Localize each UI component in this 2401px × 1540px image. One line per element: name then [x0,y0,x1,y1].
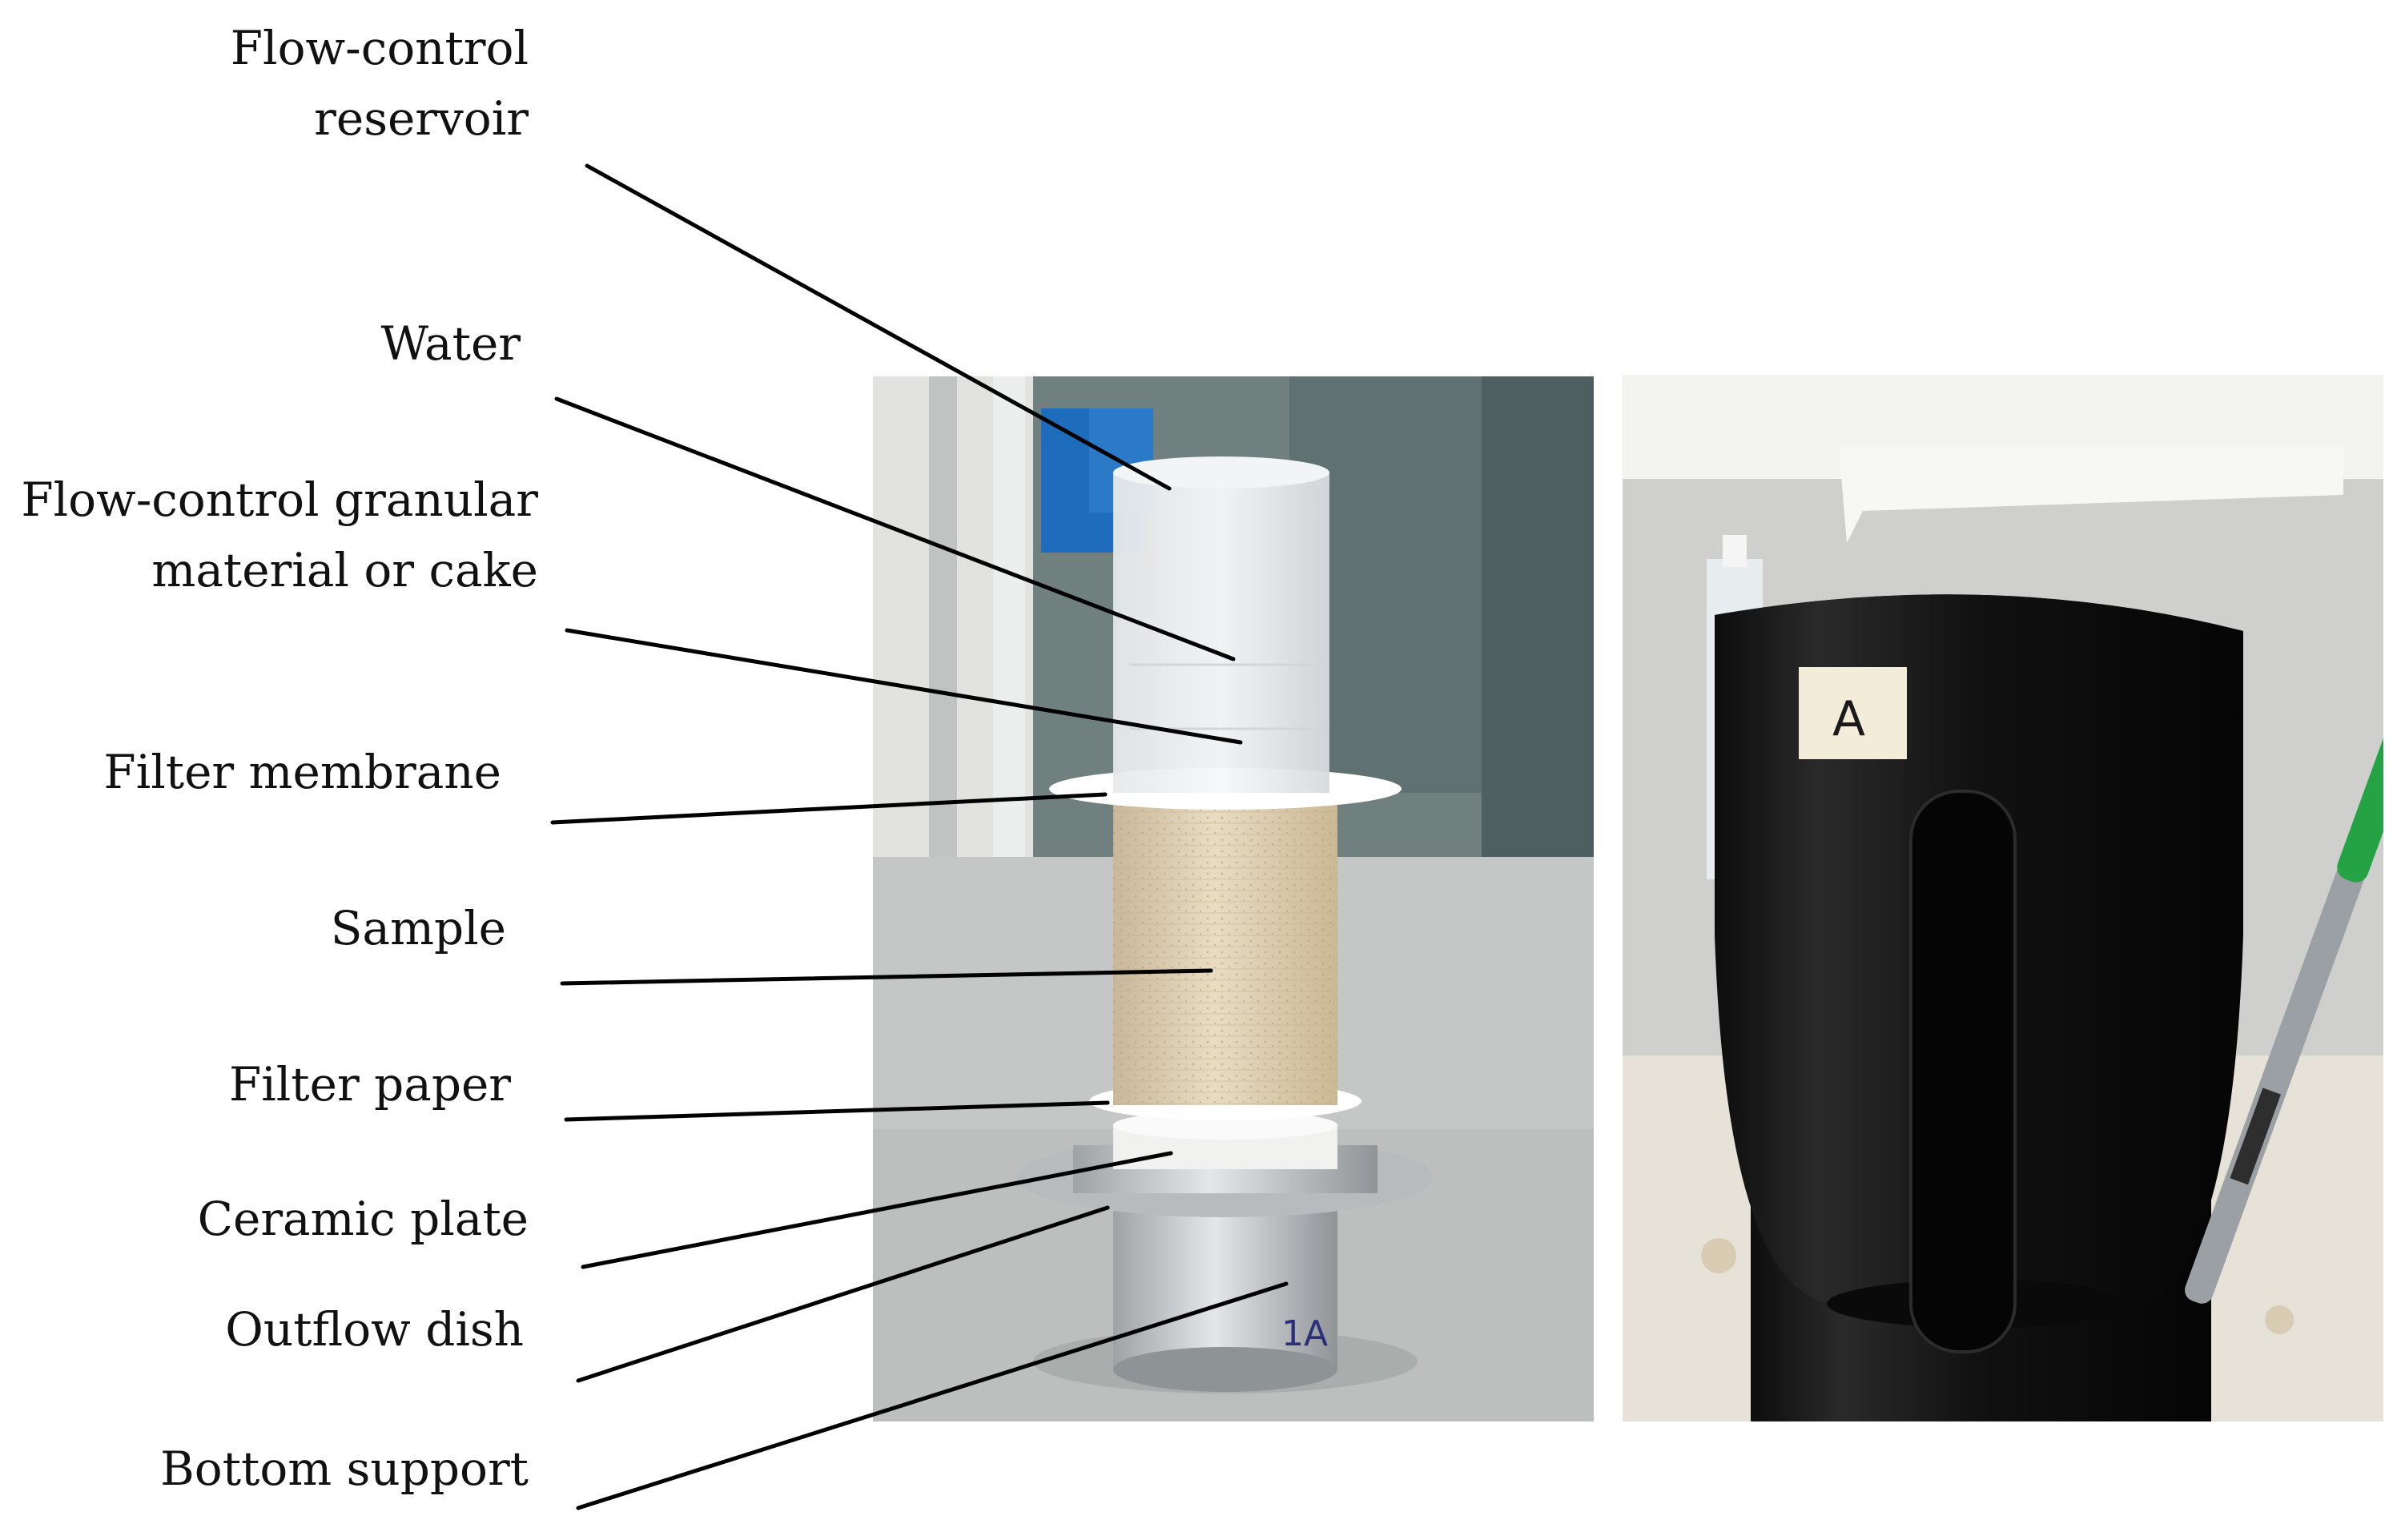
leader-line-filter-membrane [550,792,1108,825]
label-outflow-dish: Outflow dish [225,1302,524,1357]
leader-line-water [554,396,1236,661]
label-filter-paper: Filter paper [228,1057,511,1112]
leader-line-ceramic-plate [581,1151,1173,1269]
label-reservoir-line2: reservoir [314,91,529,146]
cover-photo: A [1623,375,2383,1421]
cover-tag-text: A [1832,691,1865,747]
dish-marking-text: 1A [1281,1313,1328,1354]
apparatus-photo: 1A [873,376,1594,1421]
label-ceramic-plate: Ceramic plate [197,1192,529,1246]
leader-line-granular [565,628,1243,745]
label-granular-line1: Flow-control granular [21,472,538,527]
cover-photo-drawing: A [1623,375,2383,1421]
leader-line-filter-paper [564,1100,1110,1122]
label-filter-membrane: Filter membrane [103,745,501,799]
label-granular-line2: material or cake [151,543,538,597]
leader-line-outflow-dish [576,1205,1110,1383]
leader-line-reservoir [585,163,1172,491]
label-flow-control-reservoir: Flow-control reservoir [231,13,529,154]
label-bottom-support: Bottom support [160,1441,529,1496]
label-granular-material: Flow-control granular material or cake [21,464,538,605]
leader-line-sample [560,968,1213,986]
label-reservoir-line1: Flow-control [230,21,529,75]
label-sample: Sample [330,901,506,955]
apparatus-photo-drawing: 1A [873,376,1594,1421]
label-water: Water [380,316,521,371]
leader-line-bottom-support [576,1281,1289,1510]
